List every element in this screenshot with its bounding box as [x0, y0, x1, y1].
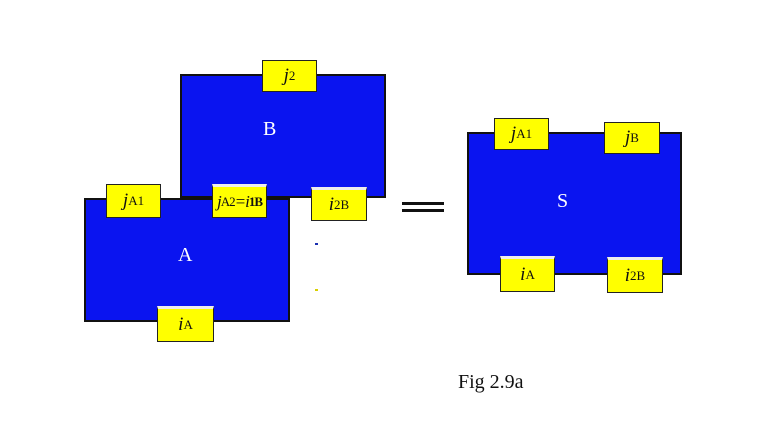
box-s-label: S — [557, 190, 569, 212]
port-a-jA2-overlap: =i — [234, 192, 250, 211]
port-b-j2-sym: j — [283, 65, 289, 86]
port-a-jA2-sym: j — [217, 192, 222, 211]
box-b-label: B — [263, 118, 277, 140]
port-a-jA1-sub: A1 — [128, 193, 145, 208]
port-s-i2B-sub: 2B — [630, 268, 646, 283]
port-s-jA1-sym: j — [510, 123, 517, 144]
port-s-jB-sym: j — [625, 127, 631, 148]
port-b-i2B-sub: 2B — [334, 197, 350, 212]
port-s-iA-sub: A — [525, 267, 535, 282]
port-a-jA2-sub: A2 — [220, 194, 236, 209]
equals-sign — [402, 202, 444, 212]
port-a-jA1-sym: j — [122, 190, 129, 211]
port-s-i2B-sym: i — [624, 265, 631, 286]
port-s-iA-sym: i — [520, 264, 526, 285]
box-a-label: A — [178, 244, 193, 266]
port-b-i2B-sym: i — [328, 194, 335, 215]
port-a-iA-sym: i — [178, 314, 184, 335]
figure-caption: Fig 2.9a — [458, 371, 524, 393]
port-s-jA1-sub: A1 — [516, 126, 533, 141]
port-b-j2-sub: 2 — [288, 68, 296, 83]
speck-2 — [315, 289, 318, 291]
box-s — [467, 132, 682, 275]
port-a-jA2-overlap-sub: 1B — [248, 194, 263, 209]
speck-1 — [315, 243, 318, 245]
port-a-iA-sub: A — [183, 317, 193, 332]
box-a — [84, 198, 290, 322]
port-s-jB-sub: B — [630, 130, 639, 145]
box-b — [180, 74, 386, 198]
